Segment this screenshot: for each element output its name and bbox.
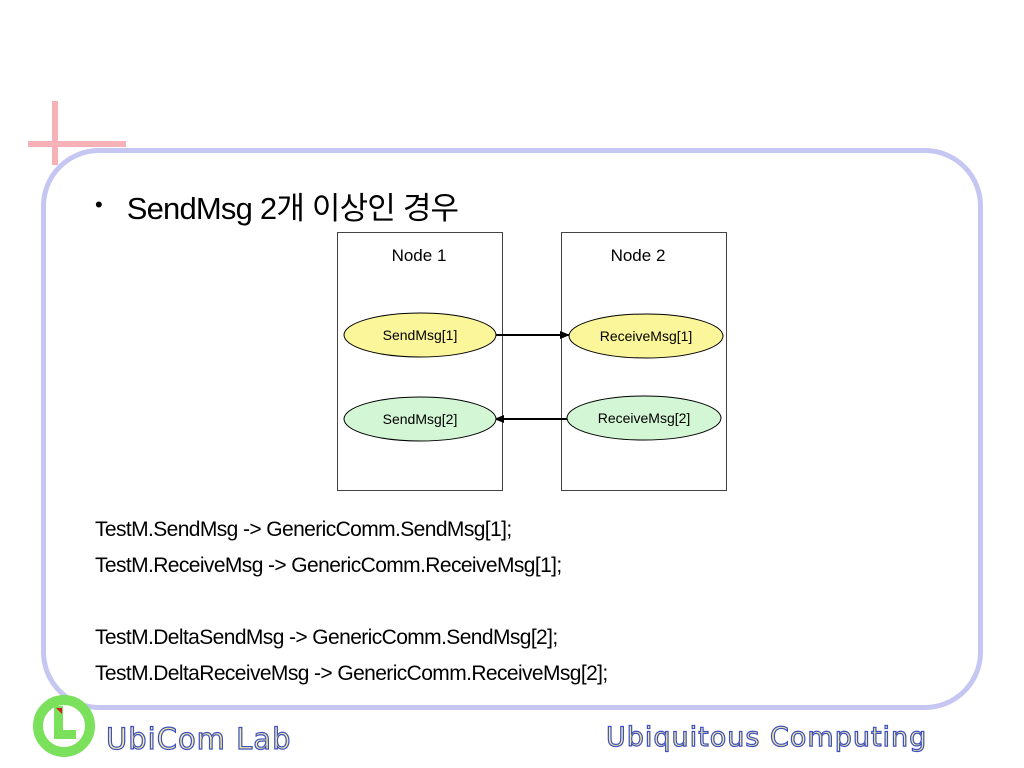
code-spacer <box>95 584 608 620</box>
footer-course-name: Ubiquitous Computing <box>605 721 928 753</box>
receivemsg-1-label: ReceiveMsg[1] <box>600 328 693 344</box>
receivemsg-2-label: ReceiveMsg[2] <box>598 410 691 426</box>
receivemsg-1-ellipse <box>568 313 724 359</box>
receivemsg-2-ellipse <box>566 395 722 441</box>
code-line: TestM.SendMsg -> GenericComm.SendMsg[1]; <box>95 518 512 541</box>
code-line: TestM.ReceiveMsg -> GenericComm.ReceiveM… <box>95 554 562 577</box>
corner-cross-horizontal <box>28 141 126 147</box>
content-frame <box>41 148 983 710</box>
bullet-text: SendMsg 2개 이상인 경우 <box>126 191 459 226</box>
sendmsg-2-label: SendMsg[2] <box>383 411 458 427</box>
sendmsg-1-label: SendMsg[1] <box>383 327 458 343</box>
node-2-box <box>561 232 727 491</box>
corner-cross-vertical <box>52 101 58 165</box>
bullet-dot-icon: • <box>95 191 103 217</box>
sendmsg-1-ellipse <box>343 312 497 358</box>
sendmsg-2-ellipse <box>343 396 497 442</box>
node-2-label: Node 2 <box>611 246 666 265</box>
footer-lab-name: UbiCom Lab <box>105 721 292 756</box>
node-1-box <box>337 232 503 491</box>
code-line: TestM.DeltaReceiveMsg -> GenericComm.Rec… <box>95 662 608 685</box>
code-line: TestM.DeltaSendMsg -> GenericComm.SendMs… <box>95 626 558 649</box>
bullet-item: • SendMsg 2개 이상인 경우 <box>95 183 459 228</box>
node-1-label: Node 1 <box>392 246 447 265</box>
ubicom-logo-icon <box>33 695 95 757</box>
code-block: TestM.SendMsg -> GenericComm.SendMsg[1];… <box>95 512 608 692</box>
